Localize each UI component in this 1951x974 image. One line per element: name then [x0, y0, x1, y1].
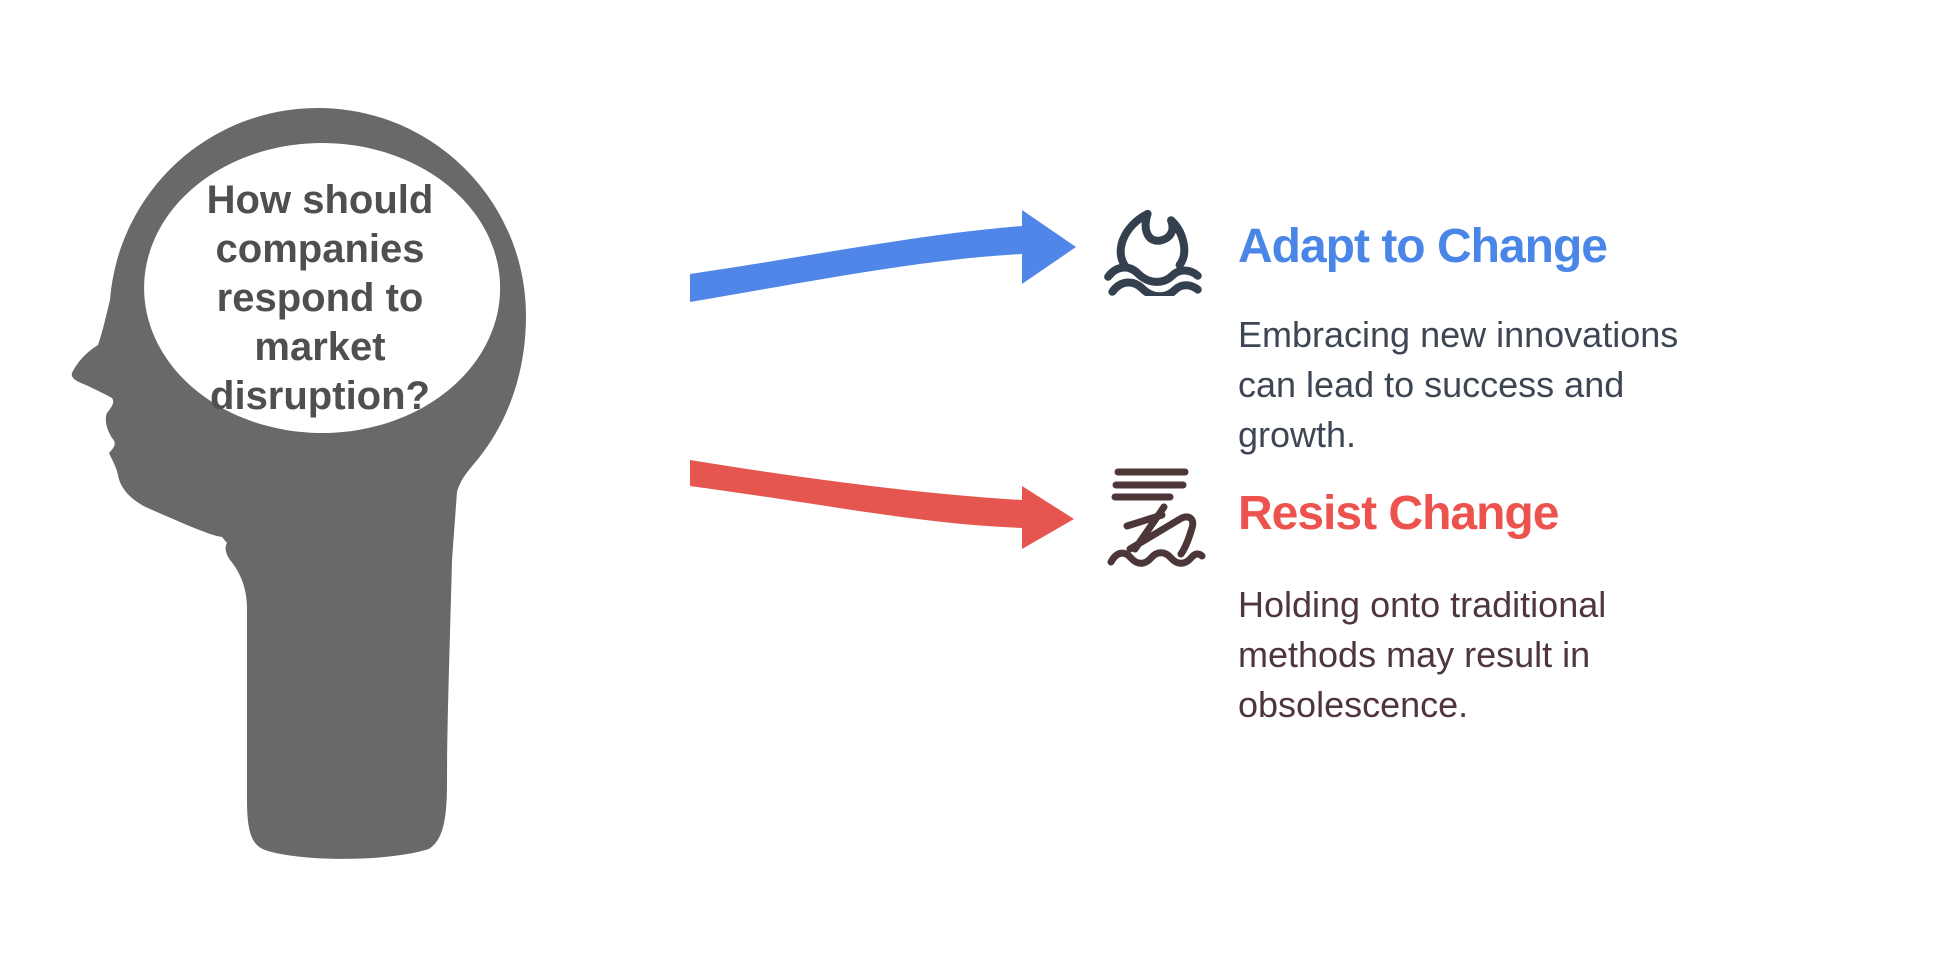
resist-arrow [690, 460, 1074, 549]
head-silhouette [71, 107, 527, 859]
adapt-option-description: Embracing new innovations can lead to su… [1238, 314, 1679, 455]
resist-option-description: Holding onto traditional methods may res… [1238, 584, 1607, 725]
sinking-ship-icon [1107, 468, 1206, 567]
adapt-option-title: Adapt to Change [1238, 220, 1608, 273]
wave-icon [1104, 209, 1202, 296]
question-text: How should companies respond to market d… [206, 178, 434, 418]
adapt-arrow [690, 210, 1076, 302]
resist-option-title: Resist Change [1238, 487, 1559, 540]
